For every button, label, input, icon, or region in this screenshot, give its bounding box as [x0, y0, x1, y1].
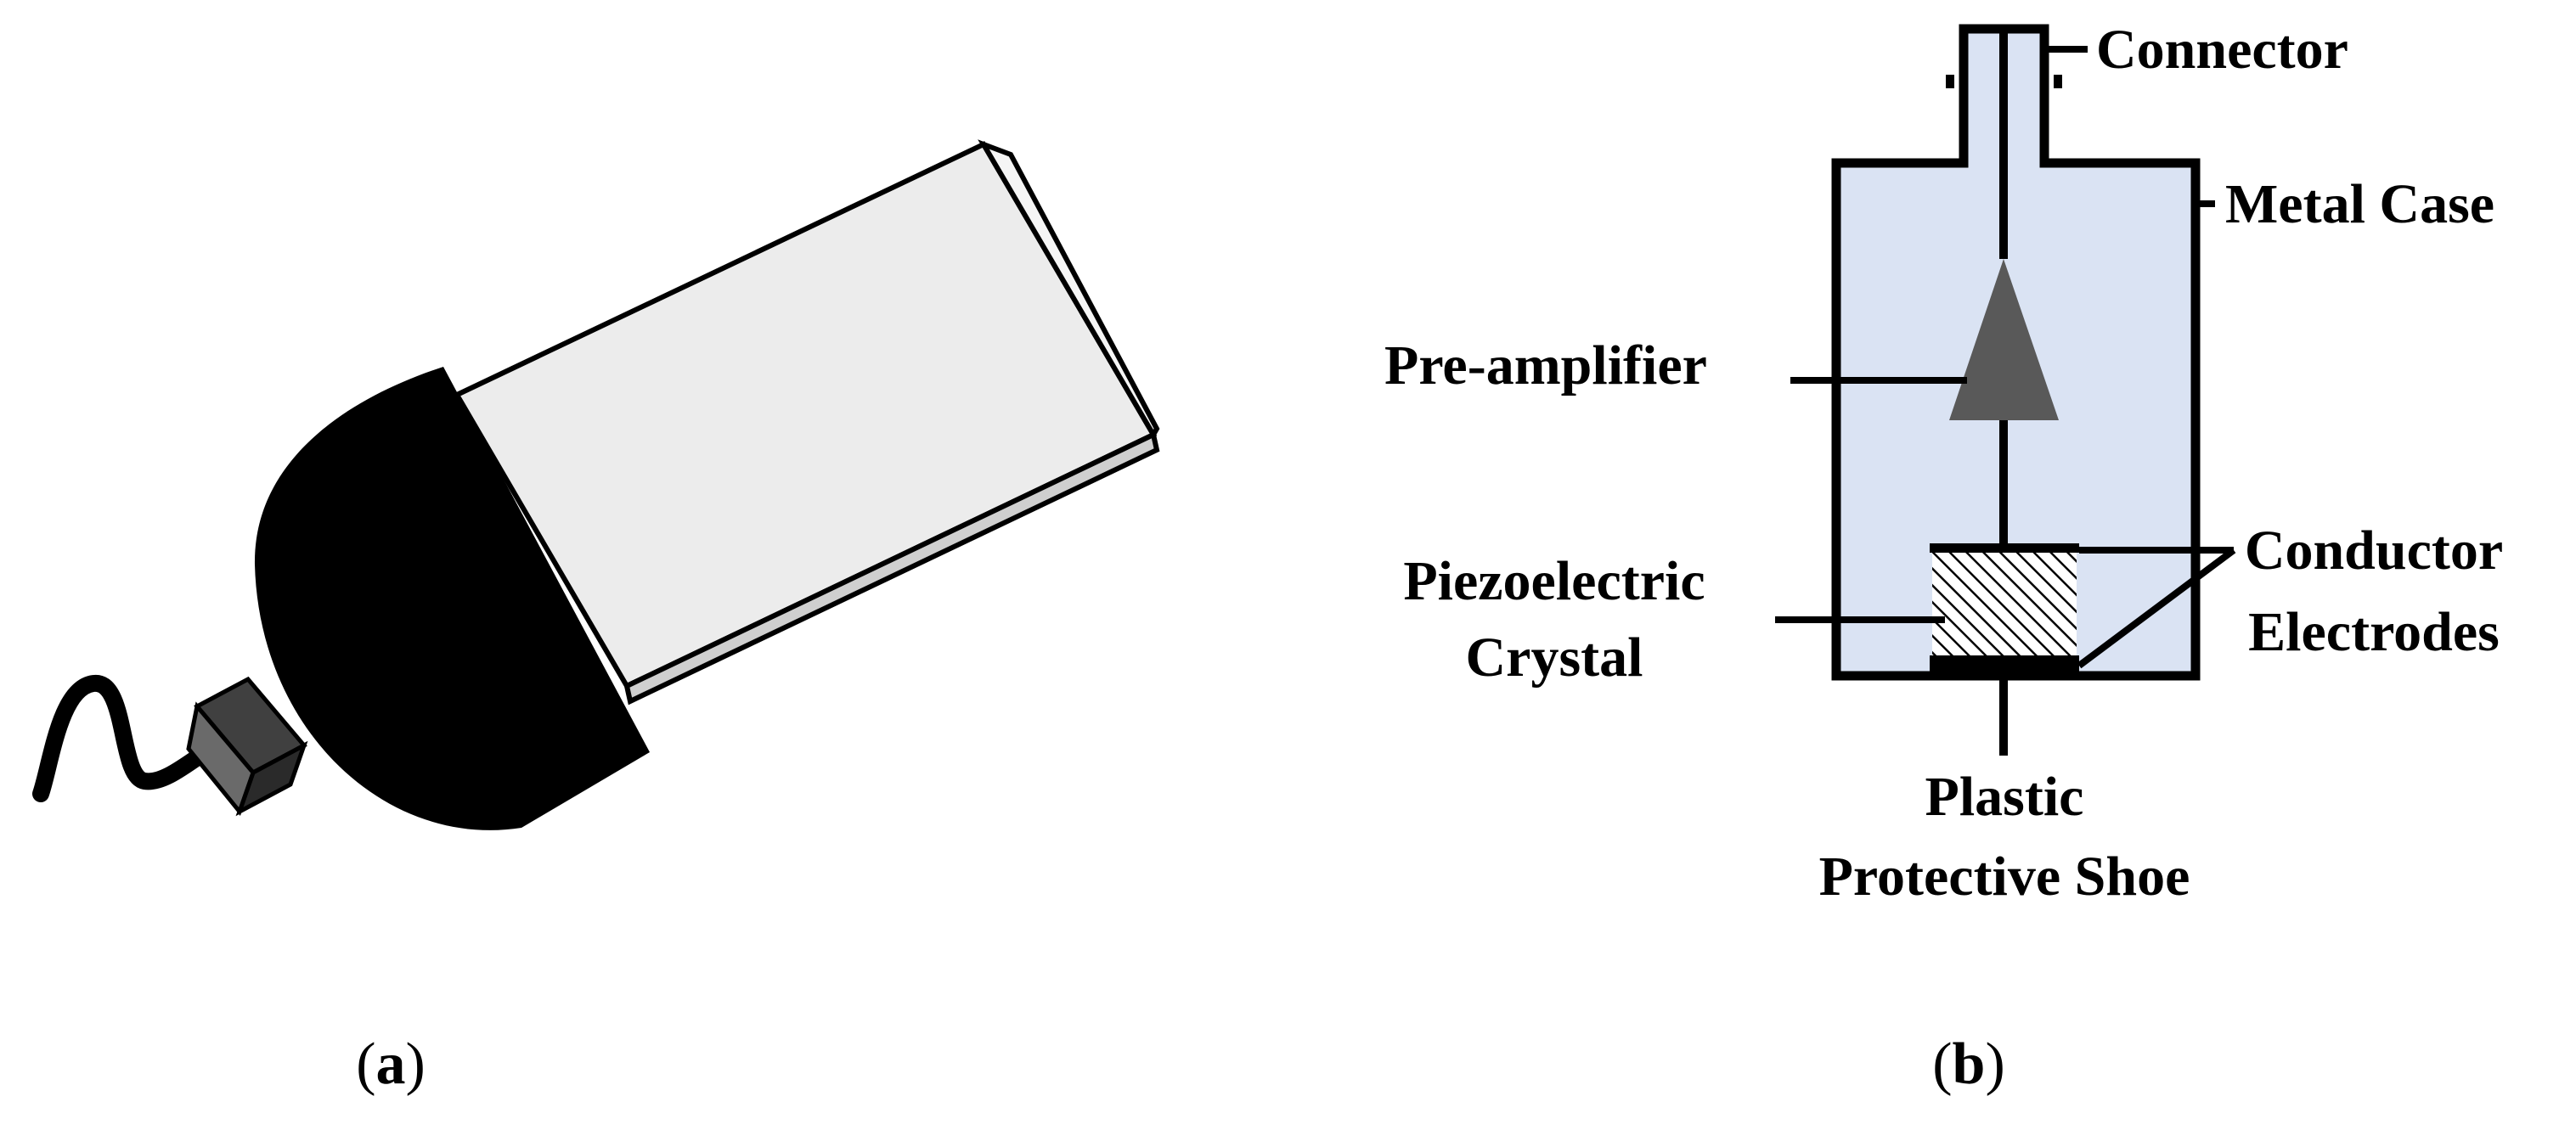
label-conductor: Conductor — [2245, 520, 2503, 582]
panel-b-caption: (b) — [1932, 1032, 2005, 1097]
label-protective-shoe: Protective Shoe — [1819, 846, 2190, 908]
label-crystal: Crystal — [1466, 627, 1643, 689]
panel-a-transducer-illustration — [32, 139, 1160, 830]
pre-amplifier-triangle — [1949, 259, 2059, 420]
conductor-leader-diag — [2077, 547, 2236, 669]
probe-body — [453, 139, 1160, 706]
panel-b-cross-section-diagram: Connector Metal Case Pre-amplifier Piezo… — [1384, 19, 2503, 908]
panel-a-caption: (a) — [356, 1032, 426, 1097]
label-pre-amplifier: Pre-amplifier — [1384, 335, 1707, 396]
label-connector: Connector — [2096, 19, 2348, 81]
label-metal-case: Metal Case — [2225, 173, 2494, 235]
probe-body-edge — [978, 139, 1160, 440]
label-electrodes: Electrodes — [2248, 601, 2500, 663]
probe-body-bottom — [623, 430, 1160, 706]
probe-cable — [32, 675, 248, 802]
label-plastic: Plastic — [1925, 766, 2084, 828]
label-piezoelectric: Piezoelectric — [1403, 550, 1705, 612]
piezoelectric-crystal — [1932, 548, 2077, 656]
probe-cap — [254, 367, 650, 830]
bottom-electrode — [1930, 655, 2079, 676]
top-electrode — [1930, 543, 2079, 553]
probe-connector-block — [186, 676, 308, 817]
